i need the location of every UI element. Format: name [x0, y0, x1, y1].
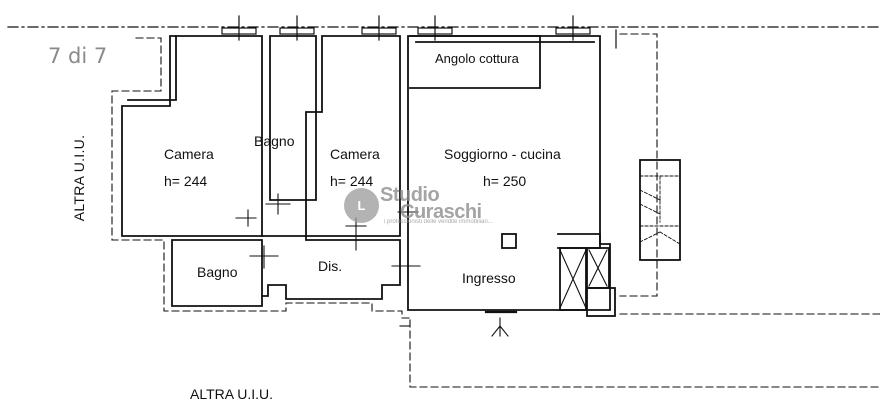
room-label-camera-1: Camera: [164, 146, 214, 162]
room-height-camera-1: h= 244: [164, 173, 208, 189]
unit-boundary: [111, 33, 880, 388]
room-label-ingresso: Ingresso: [462, 270, 516, 286]
page-indicator: 7 di 7: [48, 44, 108, 68]
windows: [221, 15, 617, 49]
room-height-soggiorno: h= 250: [483, 173, 527, 189]
watermark-title: Studio Curaschi: [380, 184, 482, 223]
room-label-bagno-1: Bagno: [254, 133, 295, 149]
doors: [235, 193, 608, 337]
watermark-logo: L: [344, 188, 379, 223]
watermark-line2: Curaschi: [400, 201, 482, 223]
room-label-disimpegno: Dis.: [318, 258, 343, 274]
neighbor-label-left: ALTRA U.I.U.: [71, 134, 87, 222]
room-label-angolo-cottura: Angolo cottura: [435, 51, 519, 66]
watermark-line1: Studio: [380, 184, 440, 206]
room-height-camera-2: h= 244: [330, 173, 374, 189]
room-label-bagno-2: Bagno: [197, 264, 238, 280]
room-label-camera-2: Camera: [330, 146, 380, 162]
walls: [121, 35, 681, 317]
stair-treads: [639, 159, 681, 245]
watermark-tagline: i professionisti delle vendite immobilia…: [384, 219, 493, 225]
neighbor-label-bottom: ALTRA U.I.U.: [190, 386, 273, 402]
room-label-soggiorno: Soggiorno - cucina: [444, 146, 561, 162]
